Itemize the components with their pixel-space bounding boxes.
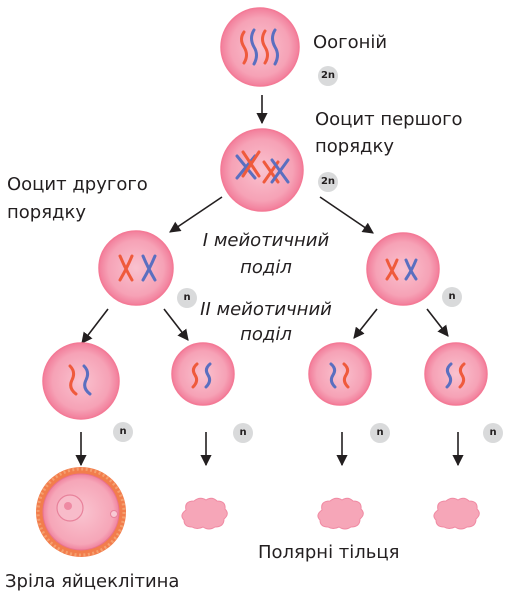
ploidy-badge-polar-cell-2: n (370, 423, 390, 443)
label-primary-oocyte-line1: Ооцит першого (315, 107, 463, 132)
ploidy-badge-ootid: n (113, 422, 133, 442)
label-oogonium: Оогоній (313, 30, 387, 55)
ploidy-badge-secondary-left: n (177, 288, 197, 308)
polar-body-2 (318, 498, 363, 529)
arrow-right-to-polar3 (427, 309, 448, 336)
ploidy-badge-polar-cell-1: n (233, 423, 253, 443)
polar-body-1 (182, 498, 227, 529)
ploidy-badge-oogonium: 2n (318, 66, 338, 86)
arrow-right-to-polar2 (354, 309, 377, 338)
ootid-cell (43, 343, 119, 419)
label-secondary-oocyte-line2: порядку (7, 200, 86, 225)
mature-egg-cell (36, 467, 126, 557)
oogonium-cell (221, 8, 299, 86)
ploidy-badge-primary-oocyte: 2n (318, 172, 338, 192)
label-primary-oocyte-line2: порядку (315, 134, 394, 159)
label-mature-egg: Зріла яйцеклітина (5, 569, 179, 594)
secondary-oocyte-right-cell (367, 233, 439, 305)
primary-oocyte-cell (221, 129, 303, 211)
arrow-left-to-egg-cell (82, 309, 108, 343)
ploidy-badge-polar-cell-3: n (483, 423, 503, 443)
polar-body-3 (434, 498, 479, 529)
arrow-left-to-polar1 (164, 309, 188, 340)
label-secondary-oocyte-line1: Ооцит другого (7, 172, 148, 197)
label-meiosis2-line1: II мейотичний (196, 297, 336, 322)
polar-body-cell-3 (425, 343, 487, 405)
polar-body-cell-1 (172, 343, 234, 405)
ploidy-badge-secondary-right: n (442, 287, 462, 307)
arrow-oocyte1-to-left (170, 197, 222, 232)
secondary-oocyte-left-cell (99, 231, 173, 305)
polar-body-cell-2 (309, 343, 371, 405)
label-polar-bodies: Полярні тільця (258, 540, 399, 565)
label-meiosis1-line1: I мейотичний (196, 228, 336, 253)
label-meiosis2-line2: поділ (196, 322, 336, 347)
label-meiosis1-line2: поділ (196, 255, 336, 280)
